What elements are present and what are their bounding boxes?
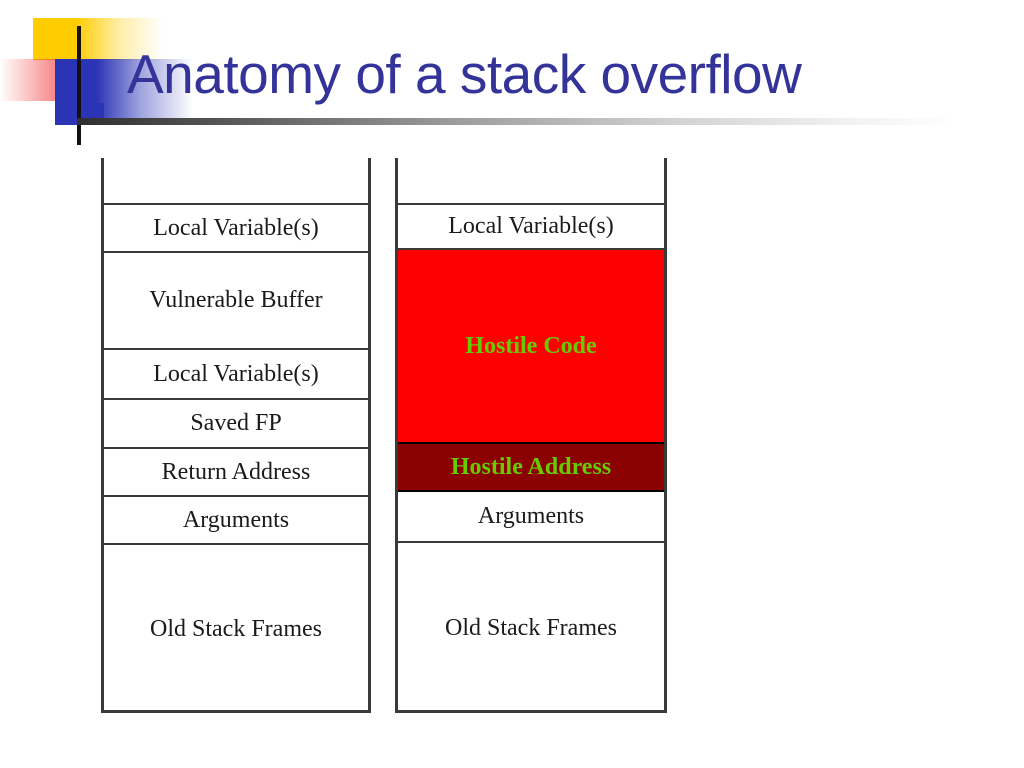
stack-cell <box>398 158 664 205</box>
slide-header: Anatomy of a stack overflow <box>0 0 1024 150</box>
page-title: Anatomy of a stack overflow <box>127 43 802 105</box>
stack-cell: Local Variable(s) <box>104 350 368 400</box>
stack-cell: Saved FP <box>104 400 368 449</box>
stack-cell: Local Variable(s) <box>104 205 368 253</box>
decoration-yellow-square <box>33 18 163 60</box>
stack-cell: Old Stack Frames <box>150 615 322 642</box>
stack-cell: Vulnerable Buffer <box>104 253 368 350</box>
stack-cell: Hostile Code <box>398 250 664 444</box>
stack-cell: Return Address <box>104 449 368 497</box>
decoration-vertical-rule <box>77 26 81 145</box>
stack-cell: Hostile Address <box>398 444 664 492</box>
stack-cell: Local Variable(s) <box>398 205 664 250</box>
stack-cell <box>104 158 368 205</box>
stack-cell: Old Stack Frames <box>445 614 617 641</box>
decoration-horizontal-rule <box>77 118 957 125</box>
stack-cell: Arguments <box>398 492 664 543</box>
stack-cell: Arguments <box>104 497 368 545</box>
